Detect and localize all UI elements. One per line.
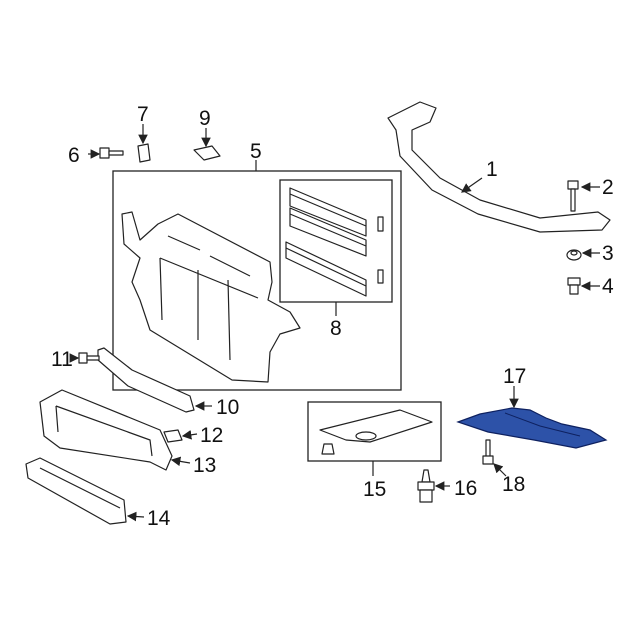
- leader-lines: [69, 124, 600, 522]
- callout-18: 18: [502, 473, 525, 496]
- part-6-bolt[interactable]: [99, 147, 124, 159]
- part-16-push-pin[interactable]: [417, 469, 435, 503]
- callout-4: 4: [602, 275, 614, 298]
- part-10-reinforcement[interactable]: [97, 347, 195, 413]
- callout-17: 17: [503, 365, 526, 388]
- callout-5: 5: [250, 140, 262, 163]
- part-12-clip[interactable]: [163, 429, 183, 443]
- callout-10: 10: [216, 396, 239, 419]
- part-1-tie-bar[interactable]: [387, 101, 611, 233]
- part-7-bracket[interactable]: [137, 143, 151, 163]
- part-4-clip[interactable]: [567, 277, 581, 295]
- callout-3: 3: [602, 242, 614, 265]
- callout-14: 14: [147, 507, 171, 530]
- callout-7: 7: [137, 103, 149, 126]
- callout-6: 6: [68, 144, 80, 167]
- callout-16: 16: [454, 477, 477, 500]
- callout-8: 8: [330, 317, 342, 340]
- part-17-engine-splash-shield[interactable]: [456, 407, 608, 449]
- part-15-group-box: [307, 401, 442, 462]
- part-14-lower-deflector[interactable]: [25, 457, 127, 525]
- callout-12: 12: [200, 424, 223, 447]
- part-11-bolt[interactable]: [78, 352, 100, 364]
- part-8-shutter-assembly[interactable]: [285, 187, 384, 297]
- callout-1: 1: [486, 158, 498, 181]
- callout-15: 15: [363, 478, 386, 501]
- callout-11: 11: [51, 348, 73, 371]
- part-18-bolt[interactable]: [482, 439, 494, 465]
- callout-2: 2: [602, 176, 614, 199]
- part-9-bracket[interactable]: [193, 145, 221, 161]
- part-13-air-deflector[interactable]: [39, 389, 173, 471]
- part-3-nut[interactable]: [566, 249, 582, 261]
- callout-9: 9: [199, 107, 211, 130]
- part-5-radiator-support[interactable]: [121, 211, 301, 383]
- part-2-bolt[interactable]: [567, 180, 579, 212]
- callout-13: 13: [193, 454, 216, 477]
- part-5-group-box: [112, 170, 402, 391]
- part-15-splash-shield[interactable]: [319, 409, 433, 455]
